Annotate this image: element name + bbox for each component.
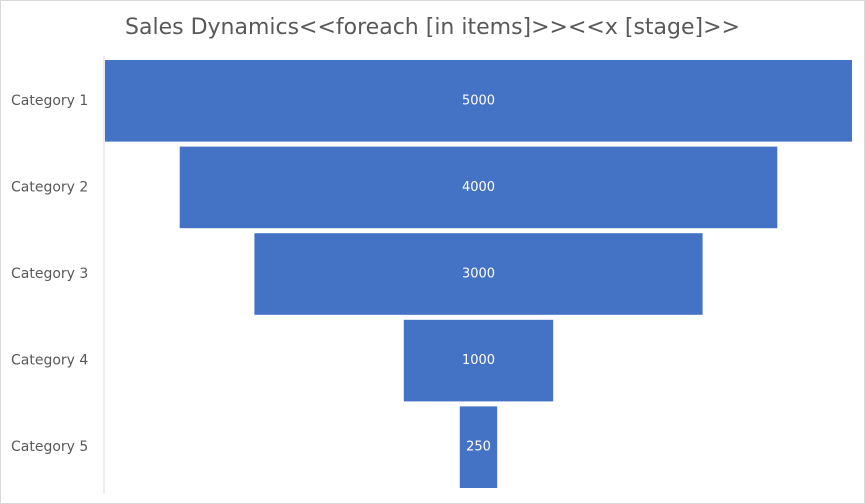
category-label-1: Category 1 bbox=[11, 93, 88, 109]
funnel-bar-5 bbox=[459, 406, 498, 488]
value-label-2: 4000 bbox=[462, 180, 495, 195]
category-label-4: Category 4 bbox=[11, 353, 88, 369]
value-label-4: 1000 bbox=[462, 353, 495, 368]
category-label-3: Category 3 bbox=[11, 266, 88, 282]
chart-title: Sales Dynamics<<foreach [in items]>><<x … bbox=[125, 15, 740, 40]
value-label-1: 5000 bbox=[462, 93, 495, 108]
funnel-bar-4 bbox=[403, 319, 554, 402]
category-label-2: Category 2 bbox=[11, 179, 88, 195]
funnel-bar-2 bbox=[179, 146, 778, 229]
value-label-3: 3000 bbox=[462, 267, 495, 282]
funnel-bar-3 bbox=[254, 233, 703, 315]
category-label-5: Category 5 bbox=[11, 439, 88, 455]
funnel-bar-1 bbox=[105, 60, 852, 142]
value-label-5: 250 bbox=[466, 440, 491, 455]
